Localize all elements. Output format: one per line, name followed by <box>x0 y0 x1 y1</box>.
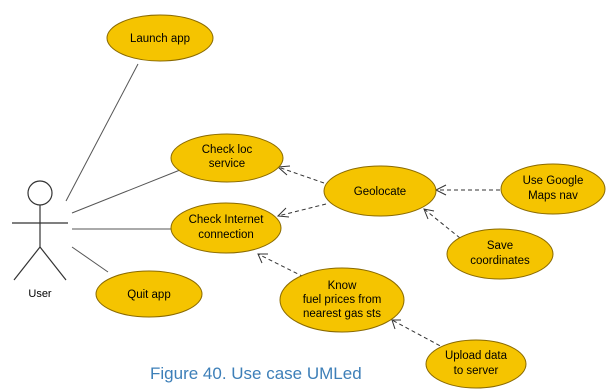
actor-left-leg <box>13 246 41 281</box>
use-case-know-fuel-prices: Know fuel prices from nearest gas sts <box>279 267 405 333</box>
actor-head <box>27 180 53 206</box>
use-case-upload-data-to-server: Upload data to server <box>425 339 527 389</box>
figure-caption: Figure 40. Use case UMLed <box>150 364 362 383</box>
svg-text:service: service <box>209 158 245 170</box>
use-case-launch-app: Launch app <box>106 14 214 62</box>
svg-text:connection: connection <box>198 229 254 241</box>
association-check-loc-service <box>71 169 181 214</box>
svg-text:coordinates: coordinates <box>470 255 530 267</box>
use-case-geolocate: Geolocate <box>323 165 437 217</box>
use-case-check-internet-connection: Check Internet connection <box>170 202 282 254</box>
svg-text:to server: to server <box>454 365 499 377</box>
dependency-geolocate-to-check-loc <box>276 165 325 184</box>
svg-text:nearest gas sts: nearest gas sts <box>303 308 381 320</box>
svg-text:Maps nav: Maps nav <box>528 190 578 202</box>
actor-right-leg <box>39 246 67 281</box>
svg-text:Launch app: Launch app <box>130 33 190 45</box>
dependency-save-coordinates-to-geolocate <box>423 208 461 239</box>
svg-text:Know: Know <box>328 280 357 292</box>
dependency-google-maps-to-geolocate <box>434 184 500 196</box>
svg-text:fuel prices from: fuel prices from <box>303 294 382 306</box>
use-case-use-google-maps-nav: Use Google Maps nav <box>500 163 606 215</box>
svg-text:Use Google: Use Google <box>523 175 584 187</box>
association-launch-app <box>65 63 139 202</box>
actor-user: User <box>12 180 68 300</box>
use-case-save-coordinates: Save coordinates <box>446 228 554 280</box>
svg-text:Check Internet: Check Internet <box>189 214 265 226</box>
dependency-upload-data-to-fuel-prices <box>391 319 447 350</box>
dependency-geolocate-to-check-internet <box>276 203 327 218</box>
svg-text:Check loc: Check loc <box>202 144 253 156</box>
svg-text:Upload data: Upload data <box>445 350 508 362</box>
use-case-check-loc-service: Check loc service <box>170 133 284 183</box>
svg-text:Save: Save <box>487 240 513 252</box>
association-quit-app <box>71 246 109 273</box>
use-case-quit-app: Quit app <box>95 270 203 318</box>
actor-label: User <box>28 288 52 300</box>
svg-text:Quit app: Quit app <box>127 289 170 301</box>
svg-text:Geolocate: Geolocate <box>354 186 406 198</box>
